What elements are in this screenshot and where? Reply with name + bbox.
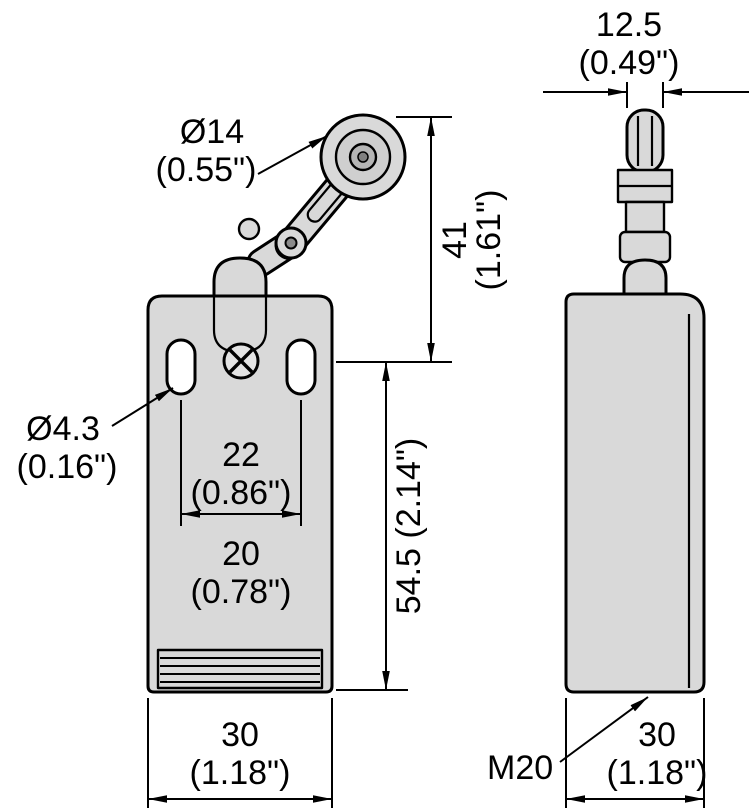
dimension-front-width: 30 (1.18") — [147, 698, 333, 808]
side-view: 12.5 (0.49") M20 30 (1.18") — [487, 6, 749, 808]
lever-width-in-label: (0.49") — [579, 44, 680, 82]
hole-diameter-leader — [111, 387, 174, 427]
mounting-hole-left — [165, 338, 197, 396]
screw-cross — [228, 348, 254, 374]
roller — [319, 113, 407, 201]
roller-diameter-leader — [257, 135, 328, 175]
roller-side — [625, 108, 665, 174]
hole-spacing-in-label: (0.86") — [191, 474, 292, 512]
cable-entry-leader — [559, 696, 649, 763]
lever-width-mm-label: 12.5 — [596, 6, 662, 44]
dimension-hole-diameter: Ø4.3 (0.16") — [17, 387, 174, 486]
plunger-dome — [212, 256, 268, 298]
hole-spacing-mm-label: 22 — [222, 436, 260, 474]
front-width-in-label: (1.18") — [190, 754, 291, 792]
lever-head-side — [616, 168, 674, 296]
front-view: Ø14 (0.55") 41 (1.61") 54.5 (2.14") Ø4.3… — [17, 113, 508, 808]
dimension-lever-width: 12.5 (0.49") — [543, 6, 749, 108]
roller-axle — [357, 151, 369, 163]
side-depth-mm-label: 30 — [638, 716, 676, 754]
cover-screw — [222, 342, 260, 380]
head-neck — [622, 258, 668, 296]
dimension-hole-spacing: 22 (0.86") — [180, 400, 302, 526]
roller-diameter-in-label: (0.55") — [156, 151, 257, 189]
lever-adjust-screw — [237, 217, 261, 241]
front-width-mm-label: 30 — [221, 716, 259, 754]
lever-height-mm-label: 41 — [436, 221, 474, 259]
side-depth-in-label: (1.18") — [607, 754, 708, 792]
cable-entry-label: M20 — [487, 749, 553, 787]
dimension-cable-entry: M20 — [487, 696, 649, 787]
dimension-roller-diameter: Ø14 (0.55") — [156, 113, 328, 189]
terminal-cover — [156, 648, 324, 690]
switch-body-front — [146, 294, 334, 694]
dimension-20: 20 (0.78") — [191, 535, 292, 611]
mounting-hole-right — [285, 338, 317, 396]
hole-diameter-mm-label: Ø4.3 — [26, 410, 100, 448]
dimension-lever-height: 41 (1.61") — [336, 116, 508, 363]
dim-20-in-label: (0.78") — [191, 573, 292, 611]
roller-diameter-mm-label: Ø14 — [180, 113, 244, 151]
dim-20-mm-label: 20 — [222, 535, 260, 573]
dimension-side-depth: 30 (1.18") — [565, 698, 708, 808]
lever-height-in-label: (1.61") — [470, 190, 508, 291]
switch-body-side — [564, 292, 706, 694]
lever-pivot-axle — [284, 236, 298, 250]
body-height-label: 54.5 (2.14") — [390, 438, 428, 615]
hole-diameter-in-label: (0.16") — [17, 448, 118, 486]
dimension-body-height: 54.5 (2.14") — [336, 362, 428, 691]
